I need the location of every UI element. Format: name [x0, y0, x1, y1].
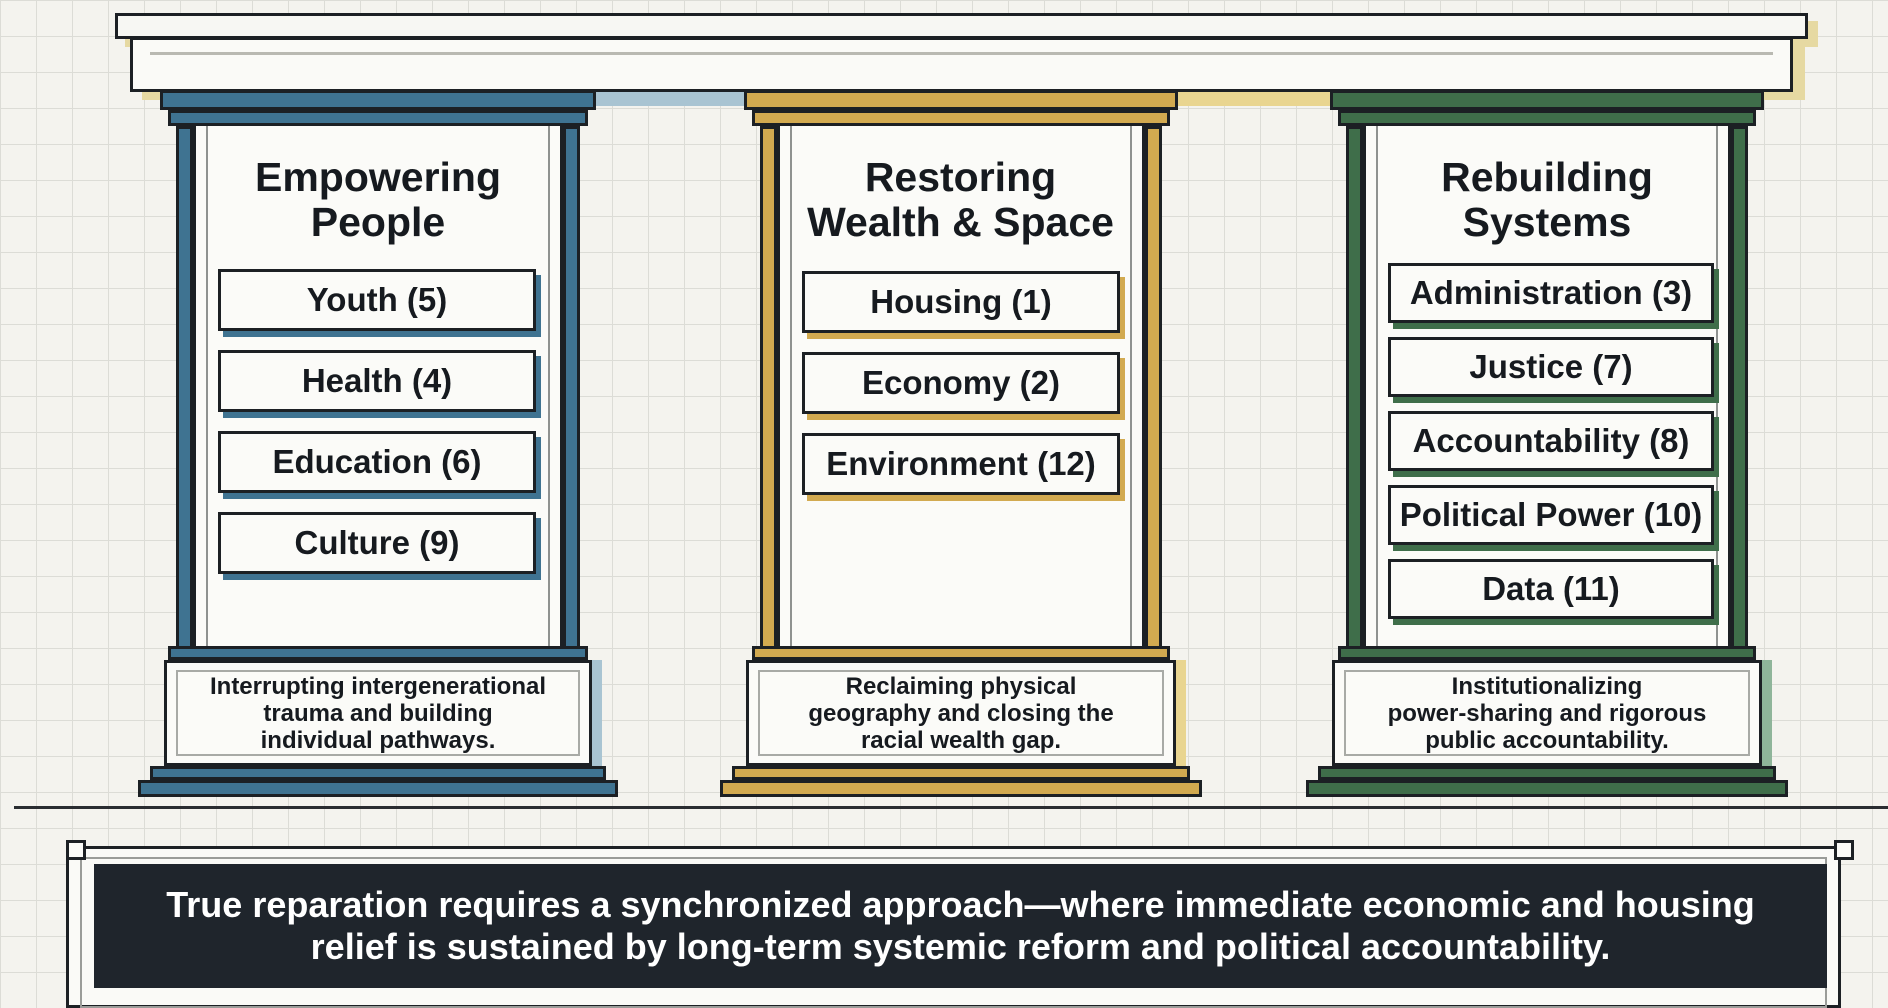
- pillar-title-line: Empowering: [254, 154, 502, 200]
- pillar-restoring-wealth-space: Restoring Wealth & Space Housing (1) Eco…: [720, 90, 1202, 810]
- banner-line: relief is sustained by long-term systemi…: [310, 926, 1611, 967]
- banner-line: True reparation requires a synchronized …: [166, 884, 1755, 925]
- pillar-base-line: individual pathways.: [260, 726, 496, 754]
- ground-line: [14, 806, 1888, 809]
- roof-molding-line: [150, 52, 1773, 55]
- pillar-item: Economy (2): [802, 352, 1120, 414]
- pillar-capital-lower: [1338, 110, 1756, 126]
- pillar-title: Empowering People: [193, 155, 563, 245]
- pillar-base-line: trauma and building: [263, 699, 493, 727]
- pillar-title-line: Wealth & Space: [807, 199, 1114, 245]
- pillar-title-line: People: [310, 199, 446, 245]
- pillar-shaft: [777, 126, 1145, 736]
- pillar-neck: [168, 646, 588, 660]
- roof-cap: [115, 13, 1808, 39]
- pillar-shaft-groove: [790, 126, 1132, 736]
- pillar-title: Rebuilding Systems: [1363, 155, 1731, 245]
- pillar-foot: [732, 766, 1190, 780]
- pillar-item: Administration (3): [1388, 263, 1714, 323]
- pillar-base-line: Institutionalizing: [1451, 672, 1643, 700]
- pillar-capital: [744, 90, 1178, 110]
- pillar-empowering-people: Empowering People Youth (5) Health (4) E…: [138, 90, 618, 810]
- pillar-foot: [1318, 766, 1776, 780]
- pillar-shaft-groove: [206, 126, 550, 736]
- pillar-column-right: [563, 126, 580, 736]
- pillar-base-description: Interrupting intergenerational trauma an…: [164, 660, 592, 766]
- banner-corner-ornament: [66, 840, 86, 860]
- pillar-item: Health (4): [218, 350, 536, 412]
- pillar-base-description: Reclaiming physical geography and closin…: [746, 660, 1176, 766]
- pillar-base-line: racial wealth gap.: [860, 726, 1062, 754]
- pillar-capital: [1330, 90, 1764, 110]
- pillar-base-line: power-sharing and rigorous: [1387, 699, 1707, 727]
- pillar-column-left: [1346, 126, 1363, 736]
- pillar-item: Data (11): [1388, 559, 1714, 619]
- pillar-base-line: Interrupting intergenerational: [209, 672, 547, 700]
- pillar-title-line: Systems: [1462, 199, 1632, 245]
- pillar-foot: [150, 766, 606, 780]
- roof-link-strip-2: [1177, 92, 1332, 106]
- pillar-rebuilding-systems: Rebuilding Systems Administration (3) Ju…: [1306, 90, 1788, 810]
- roof-entablature: [130, 37, 1793, 92]
- pillar-item: Culture (9): [218, 512, 536, 574]
- pillar-foot-lower: [138, 780, 618, 797]
- pillar-neck: [752, 646, 1170, 660]
- pillar-foot-lower: [720, 780, 1202, 797]
- roof-link-strip-1: [595, 92, 747, 106]
- pillar-column-right: [1731, 126, 1748, 736]
- pillar-item: Youth (5): [218, 269, 536, 331]
- pillar-capital: [160, 90, 596, 110]
- pillar-item: Justice (7): [1388, 337, 1714, 397]
- conclusion-banner: True reparation requires a synchronized …: [94, 864, 1827, 988]
- pillar-base-line: public accountability.: [1425, 726, 1669, 754]
- pillar-base-description: Institutionalizing power-sharing and rig…: [1332, 660, 1762, 766]
- pillar-item: Environment (12): [802, 433, 1120, 495]
- pillar-item: Education (6): [218, 431, 536, 493]
- pillar-item: Housing (1): [802, 271, 1120, 333]
- pillar-title: Restoring Wealth & Space: [768, 155, 1153, 245]
- pillar-foot-lower: [1306, 780, 1788, 797]
- pillar-item: Accountability (8): [1388, 411, 1714, 471]
- pillar-base-line: Reclaiming physical: [845, 672, 1077, 700]
- pillar-item: Political Power (10): [1388, 485, 1714, 545]
- pillar-capital-lower: [168, 110, 588, 126]
- pillar-title-line: Restoring: [864, 154, 1057, 200]
- pillar-title-line: Rebuilding: [1441, 154, 1653, 200]
- pillar-column-left: [176, 126, 193, 736]
- pillar-capital-lower: [752, 110, 1170, 126]
- pillar-neck: [1338, 646, 1756, 660]
- pillar-shaft-groove: [1376, 126, 1718, 736]
- banner-corner-ornament: [1834, 840, 1854, 860]
- pillar-base-line: geography and closing the: [808, 699, 1114, 727]
